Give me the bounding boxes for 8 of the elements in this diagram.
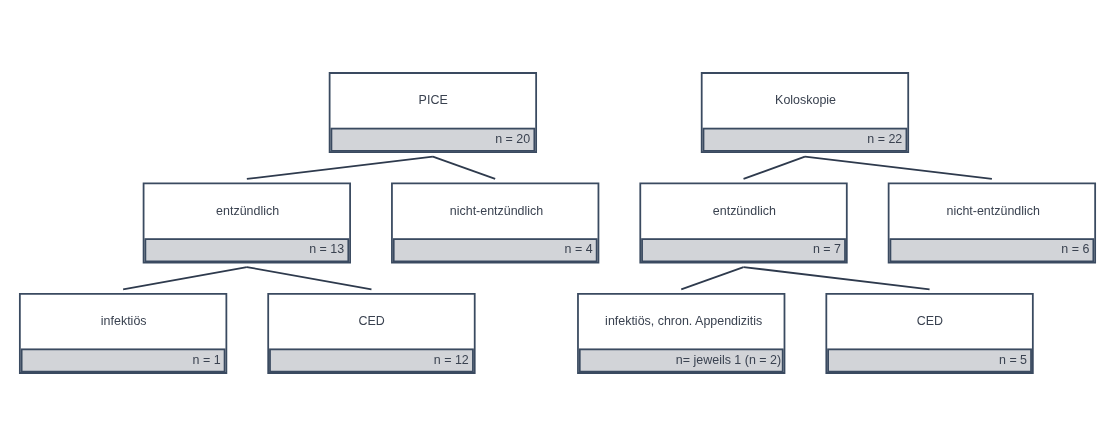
connector <box>742 155 806 180</box>
connector <box>245 155 434 180</box>
connector <box>122 266 248 291</box>
connector <box>680 266 745 291</box>
connector <box>742 266 931 291</box>
connector <box>432 155 497 180</box>
connector <box>804 155 993 180</box>
connector <box>245 266 373 291</box>
